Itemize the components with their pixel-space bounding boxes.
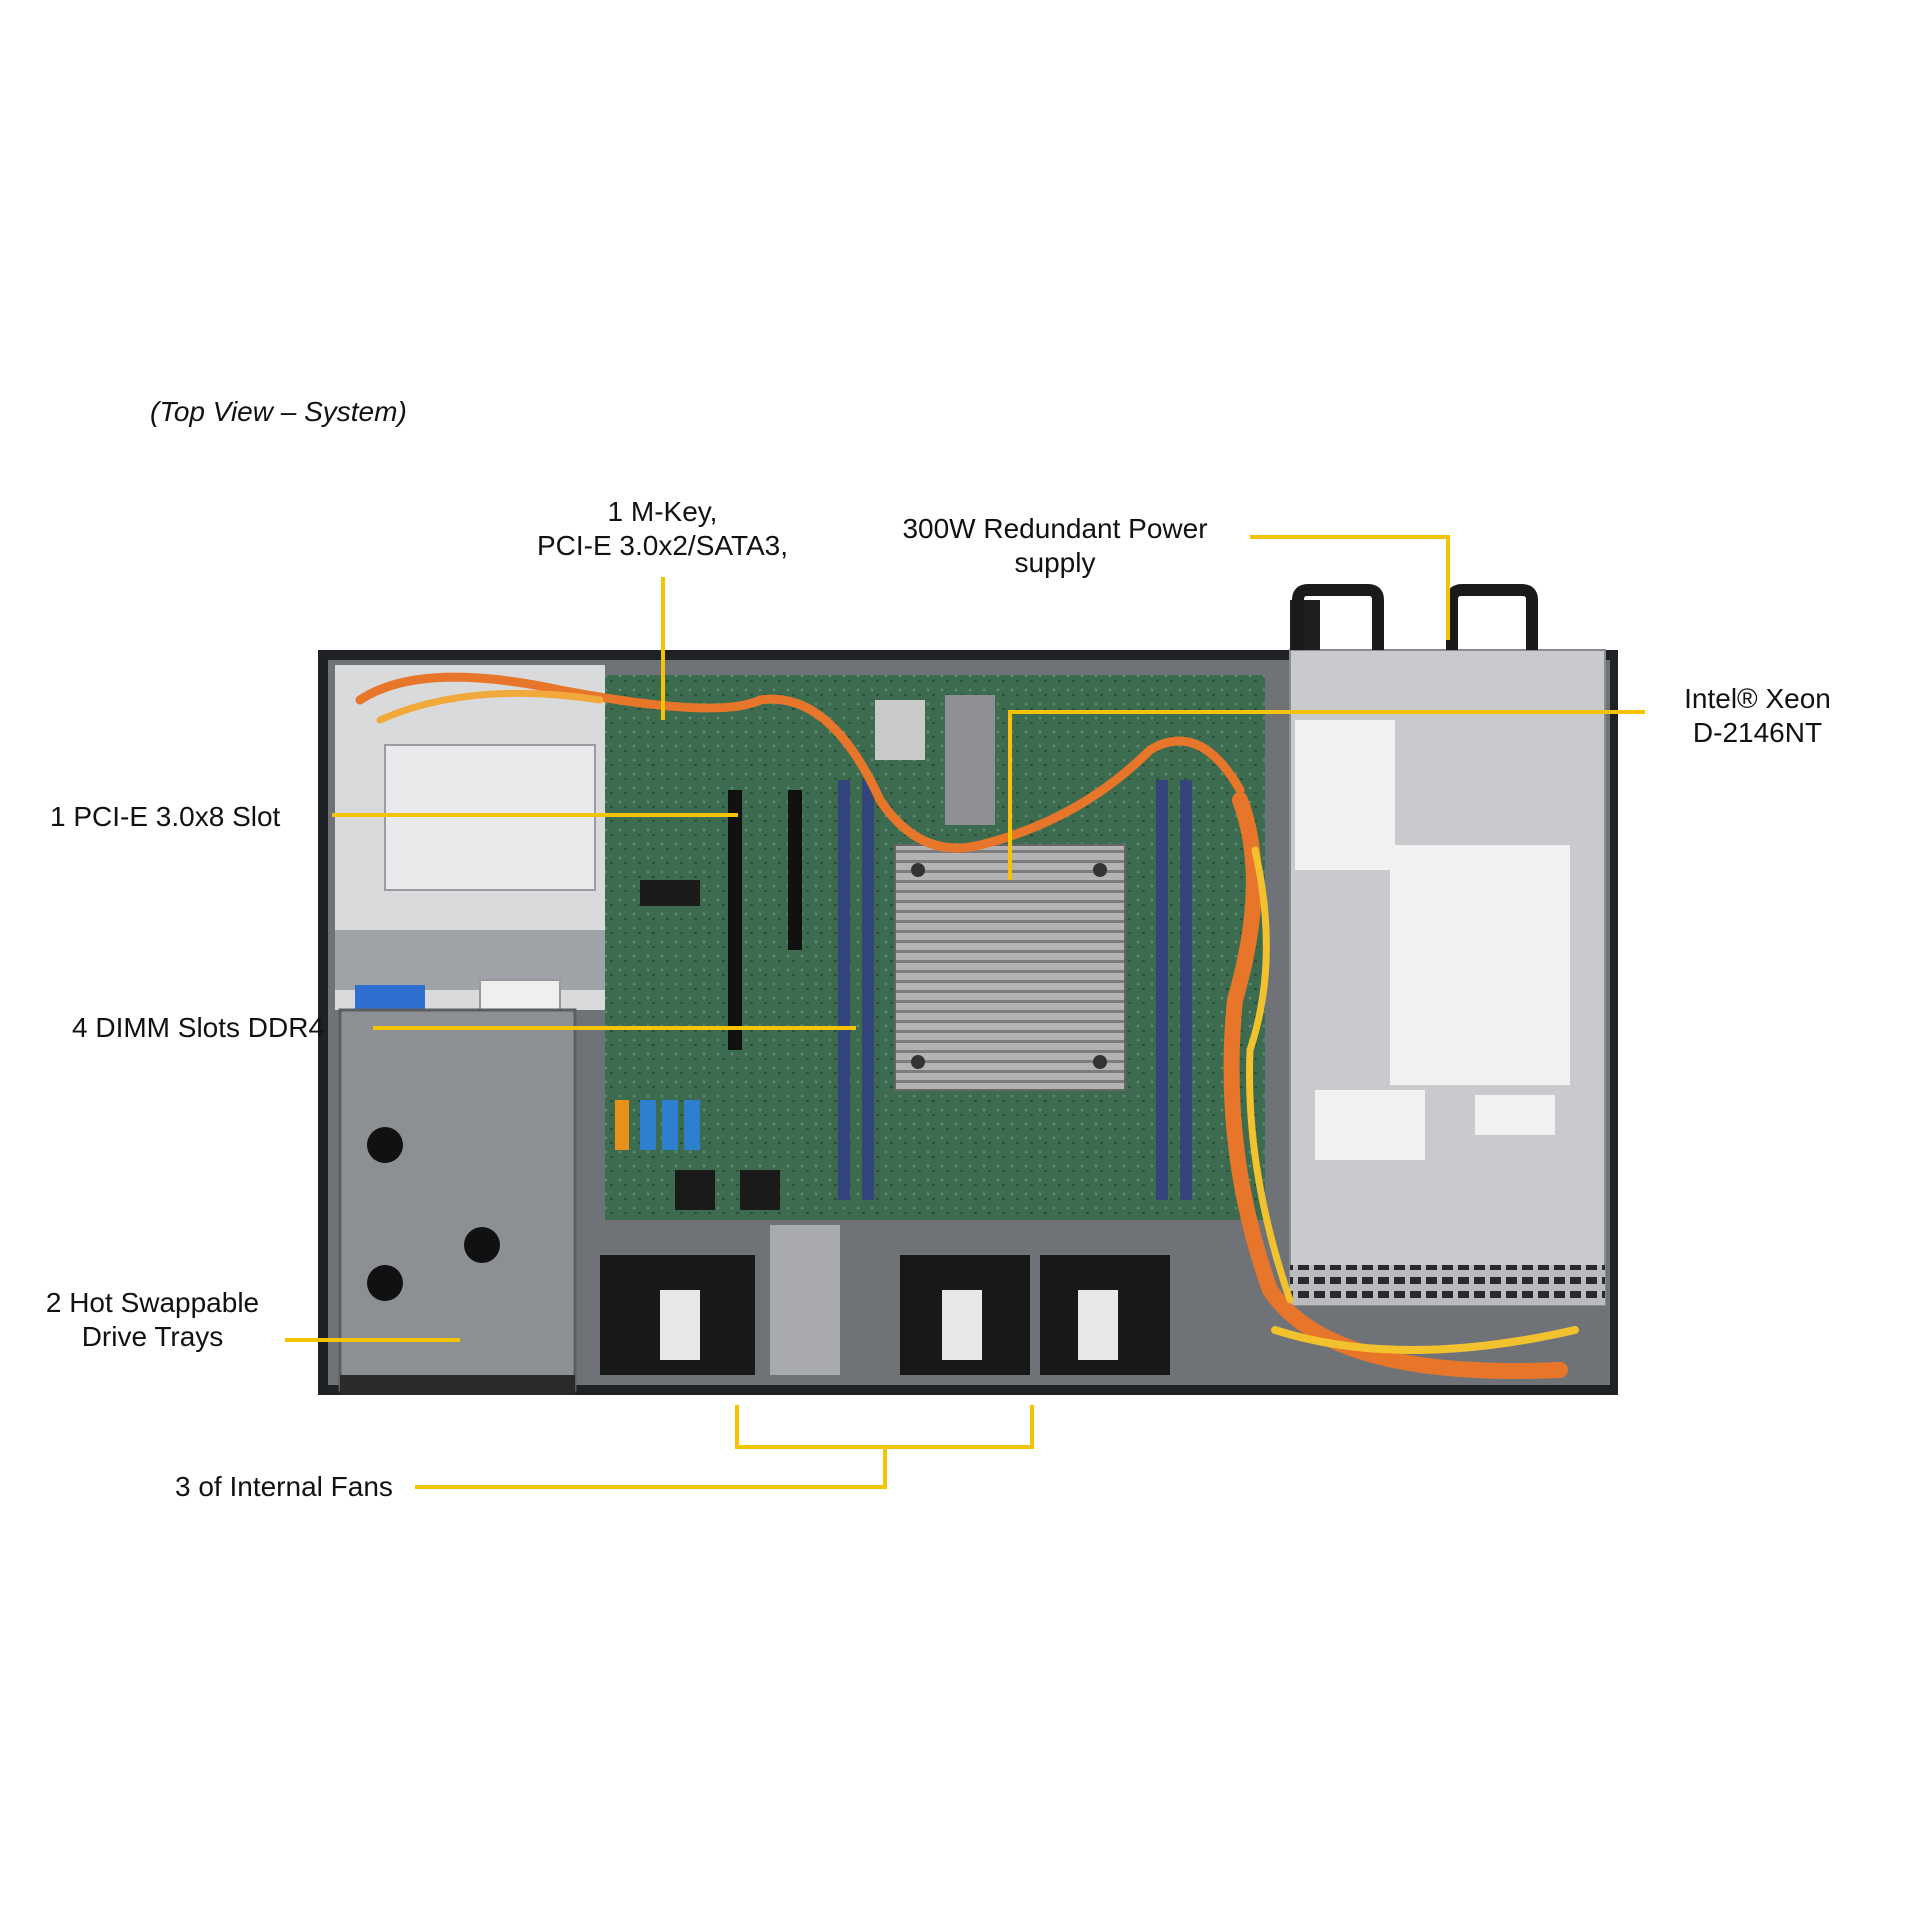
power-supply-unit (1289, 584, 1606, 1306)
cpu-heatsink (875, 695, 1126, 1091)
callout-drive-line2: Drive Trays (81, 1321, 224, 1352)
callout-drive-line1: 2 Hot Swappable (45, 1287, 260, 1318)
internal-fans (600, 1225, 1170, 1375)
callout-psu: 300W Redundant Power supply (870, 512, 1240, 580)
drive-trays (338, 1008, 577, 1395)
leader-cpu (1008, 710, 1645, 880)
dimm-slots (838, 780, 1192, 1200)
callout-pcie: 1 PCI-E 3.0x8 Slot (50, 801, 281, 832)
callout-fans: 3 of Internal Fans (175, 1471, 393, 1502)
view-title: (Top View – System) (150, 396, 407, 427)
callout-psu-line1: 300W Redundant Power (902, 513, 1208, 544)
callout-leaders (285, 535, 1645, 1489)
callout-drive: 2 Hot Swappable Drive Trays (20, 1286, 285, 1354)
cables (355, 672, 1579, 1379)
callout-mkey-line2: PCI-E 3.0x2/SATA3, (536, 530, 789, 561)
leader-fans (415, 1405, 1034, 1489)
callout-psu-line2: supply (1014, 547, 1096, 578)
callout-mkey-line1: 1 M-Key, (607, 496, 718, 527)
callout-cpu: Intel® Xeon D-2146NT (1650, 682, 1865, 750)
callout-mkey: 1 M-Key, PCI-E 3.0x2/SATA3, (505, 495, 820, 563)
callout-dimm: 4 DIMM Slots DDR4 (72, 1012, 325, 1043)
callout-cpu-line1: Intel® Xeon (1684, 683, 1831, 714)
callout-cpu-line2: D-2146NT (1692, 717, 1823, 748)
drive-bay-area (335, 665, 605, 1013)
leader-psu (1250, 535, 1450, 640)
